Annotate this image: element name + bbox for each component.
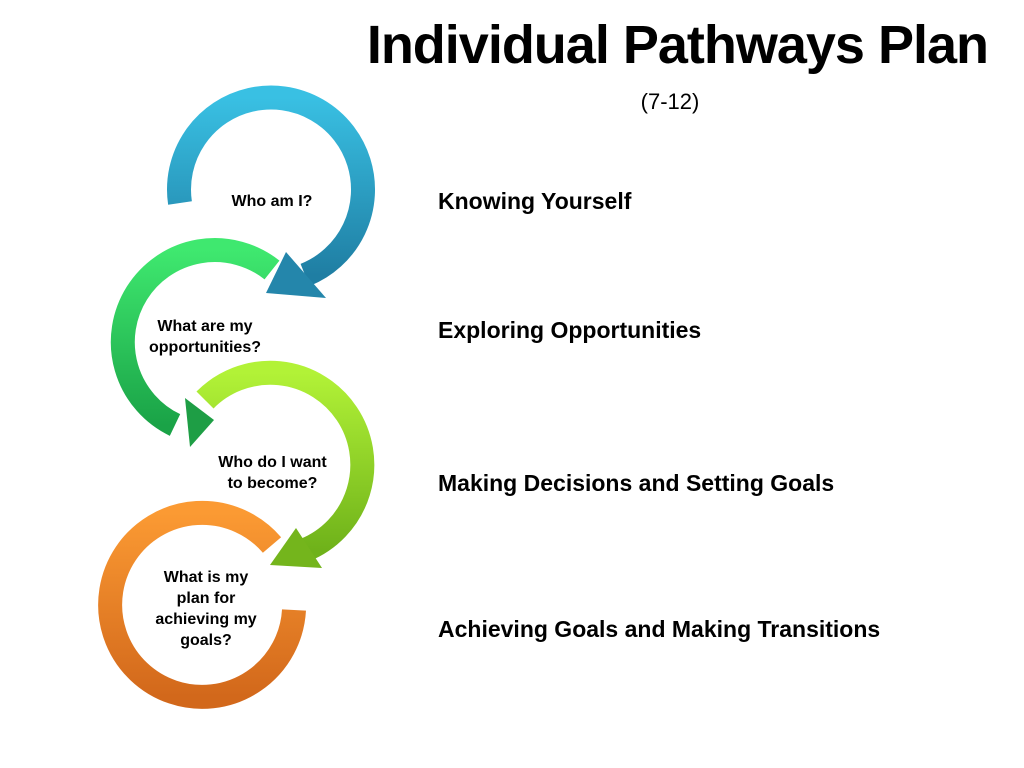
- question-become: Who do I want to become?: [218, 454, 327, 492]
- page-subtitle: (7-12): [640, 89, 700, 114]
- arrow-arc-become: [196, 360, 375, 568]
- cycle-diagram: [98, 85, 375, 709]
- stage-label-knowing-yourself: Knowing Yourself: [438, 188, 632, 214]
- question-plan: What is my plan for achieving my goals?: [155, 569, 257, 649]
- arrow-arc-plan: [98, 500, 306, 709]
- stage-label-making-decisions: Making Decisions and Setting Goals: [438, 470, 835, 496]
- page-title: Individual Pathways Plan: [366, 15, 989, 75]
- question-who-am-i: Who am I?: [231, 193, 313, 210]
- stage-label-exploring-opportunities: Exploring Opportunities: [438, 317, 702, 343]
- arrow-arc-opportunities: [110, 238, 280, 447]
- arrow-arc-who-am-i: [167, 85, 375, 298]
- stage-label-achieving-goals: Achieving Goals and Making Transitions: [438, 616, 881, 642]
- question-opportunities: What are my opportunities?: [149, 318, 261, 356]
